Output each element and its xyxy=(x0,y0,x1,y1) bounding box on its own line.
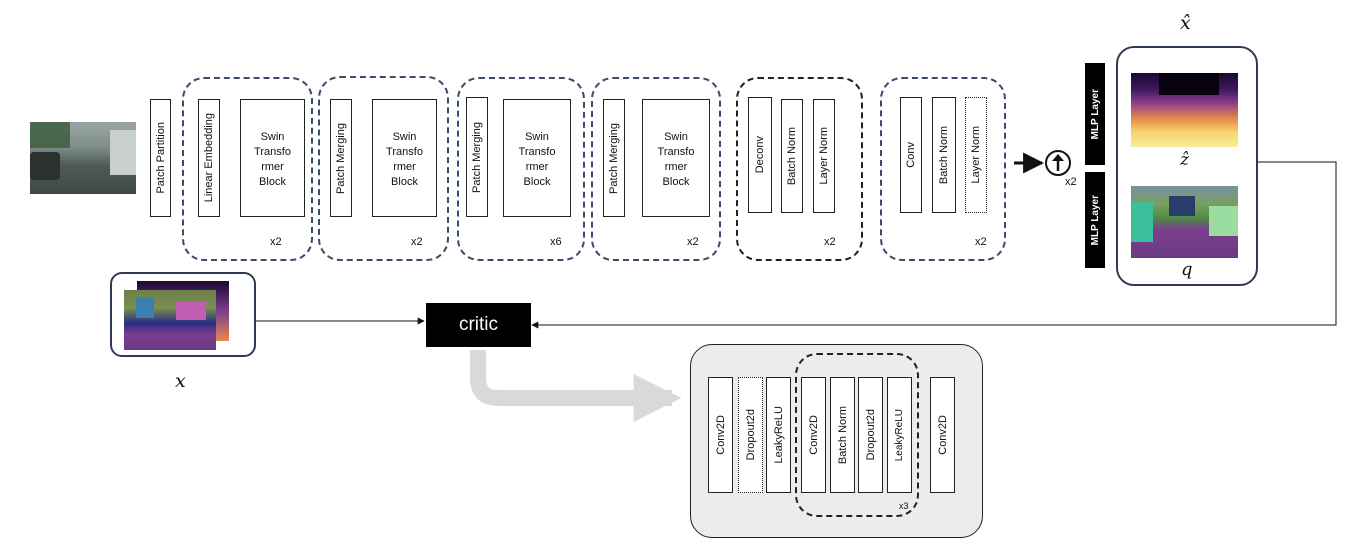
output-panel xyxy=(1116,46,1258,286)
critic-conv2d-final: Conv2D xyxy=(930,377,955,493)
stage4-swin-block: Swin Transfo rmer Block xyxy=(642,99,710,217)
stage4-swin-label: Swin Transfo rmer Block xyxy=(657,131,695,188)
stage3-repeat: x6 xyxy=(550,236,562,248)
arrow-critic-detail xyxy=(470,350,682,422)
patch-partition-block: Patch Partition xyxy=(150,99,171,217)
up-arrow-icon xyxy=(1052,154,1064,171)
stage2-repeat: x2 xyxy=(411,236,423,248)
stage4-patch-merging-label: Patch Merging xyxy=(608,122,620,194)
deconv-layernorm-block: Layer Norm xyxy=(813,99,835,213)
critic-batchnorm: Batch Norm xyxy=(830,377,855,493)
critic-dropout-2-label: Dropout2d xyxy=(864,409,877,461)
critic-leakyrelu-2: LeakyReLU xyxy=(887,377,912,493)
arrow-output-to-critic xyxy=(531,161,1337,329)
conv-block: Conv xyxy=(900,97,922,213)
segmentation-map-image xyxy=(1131,186,1238,258)
stage1-repeat: x2 xyxy=(270,236,282,248)
patch-partition-label: Patch Partition xyxy=(154,122,167,194)
deconv-layernorm-label: Layer Norm xyxy=(818,127,830,185)
critic-batchnorm-label: Batch Norm xyxy=(836,405,849,465)
linear-embedding-block: Linear Embedding xyxy=(198,99,220,217)
deconv-batchnorm-label: Batch Norm xyxy=(786,126,798,186)
deconv-repeat: x2 xyxy=(824,236,836,248)
conv-label: Conv xyxy=(905,142,917,168)
conv-batchnorm-block: Batch Norm xyxy=(932,97,956,213)
deconv-label: Deconv xyxy=(754,136,766,174)
critic-leakyrelu-1: LeakyReLU xyxy=(766,377,791,493)
conv-repeat: x2 xyxy=(975,236,987,248)
conv-layernorm-block: Layer Norm xyxy=(965,97,987,213)
stage3-patch-merging-label: Patch Merging xyxy=(471,121,483,193)
deconv-block: Deconv xyxy=(748,97,772,213)
z-hat-label: ẑ xyxy=(1180,150,1189,170)
critic-inner-repeat: x3 xyxy=(899,501,909,511)
conv-batchnorm-label: Batch Norm xyxy=(938,125,950,185)
mlp-layer-bottom: MLP Layer xyxy=(1085,172,1105,268)
x-label: x xyxy=(175,370,186,392)
critic-conv2d-1-label: Conv2D xyxy=(714,415,727,455)
stage2-patch-merging-label: Patch Merging xyxy=(335,122,347,194)
x-hat-label: x̂ xyxy=(1180,12,1191,34)
critic-conv2d-final-label: Conv2D xyxy=(936,415,949,455)
stage2-group xyxy=(318,76,449,261)
critic-dropout-1-label: Dropout2d xyxy=(744,409,757,461)
stage4-repeat: x2 xyxy=(687,236,699,248)
upsample-repeat: x2 xyxy=(1065,176,1077,188)
stage3-swin-block: Swin Transfo rmer Block xyxy=(503,99,571,217)
depth-map-image xyxy=(1131,73,1238,147)
critic-repeat-group xyxy=(795,353,919,517)
stage1-swin-label: Swin Transfo rmer Block xyxy=(254,131,291,188)
critic-dropout-2: Dropout2d xyxy=(858,377,883,493)
x-stack-front xyxy=(124,290,216,350)
upsample-circle xyxy=(1045,150,1071,176)
stage1-group xyxy=(182,77,313,261)
stage3-swin-label: Swin Transfo rmer Block xyxy=(518,131,556,188)
stage2-swin-block: Swin Transfo rmer Block xyxy=(372,99,437,217)
stage2-swin-label: Swin Transfo rmer Block xyxy=(386,131,423,188)
critic-label: critic xyxy=(458,314,499,335)
linear-embedding-label: Linear Embedding xyxy=(203,113,215,203)
critic-conv2d-2: Conv2D xyxy=(801,377,826,493)
critic-box: critic xyxy=(426,303,531,347)
stage3-group xyxy=(457,77,585,261)
critic-leakyrelu-1-label: LeakyReLU xyxy=(772,406,785,464)
mlp-layer-top: MLP Layer xyxy=(1085,63,1105,165)
critic-conv2d-2-label: Conv2D xyxy=(807,415,820,455)
stage1-swin-block: Swin Transfo rmer Block xyxy=(240,99,305,217)
critic-dropout-1: Dropout2d xyxy=(738,377,763,493)
input-street-image xyxy=(30,122,136,194)
critic-leakyrelu-2-label: LeakyReLU xyxy=(894,408,905,462)
stage4-group xyxy=(591,77,721,261)
critic-conv2d-1: Conv2D xyxy=(708,377,733,493)
stage2-patch-merging-block: Patch Merging xyxy=(330,99,352,217)
stage3-patch-merging-block: Patch Merging xyxy=(466,97,488,217)
conv-layernorm-label: Layer Norm xyxy=(970,126,982,184)
stage4-patch-merging-block: Patch Merging xyxy=(603,99,625,217)
deconv-batchnorm-block: Batch Norm xyxy=(781,99,803,213)
q-label: q xyxy=(1181,259,1193,280)
deconv-group xyxy=(736,77,863,261)
conv-group xyxy=(880,77,1006,261)
mlp-layer-bottom-label: MLP Layer xyxy=(1089,194,1101,246)
mlp-layer-top-label: MLP Layer xyxy=(1089,88,1101,140)
